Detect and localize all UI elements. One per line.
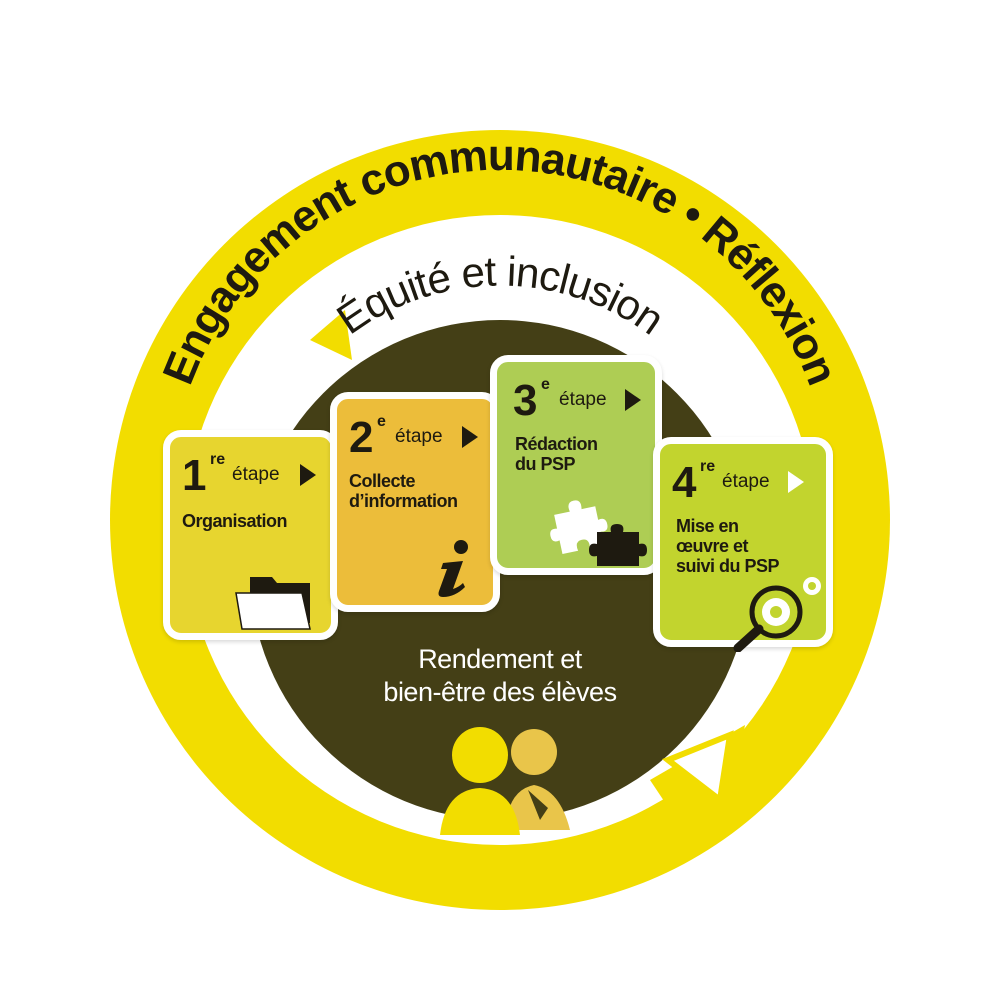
play-arrow-icon bbox=[462, 426, 478, 448]
step-word: étape bbox=[559, 389, 607, 410]
step-1-card: 1 re étape Organisation bbox=[163, 430, 338, 640]
step-title: Collecte d’information bbox=[349, 471, 458, 511]
play-arrow-icon bbox=[788, 471, 804, 493]
information-icon bbox=[438, 540, 468, 597]
step-2-card: 2 e étape Collecte d’information bbox=[330, 392, 500, 612]
step-title: Mise en œuvre et suivi du PSP bbox=[676, 516, 780, 576]
step-number: 3 bbox=[513, 376, 538, 425]
step-ordinal: e bbox=[377, 413, 386, 430]
step-3-card: 3 e étape Rédaction du PSP bbox=[490, 355, 662, 575]
step-title-line: Mise en bbox=[676, 516, 739, 536]
step-word: étape bbox=[395, 426, 443, 447]
step-word: étape bbox=[722, 471, 770, 492]
step-title: Organisation bbox=[182, 511, 288, 531]
students-icon bbox=[440, 727, 570, 835]
folder-icon bbox=[235, 577, 311, 630]
step-ordinal: re bbox=[210, 451, 226, 468]
step-title: Rédaction du PSP bbox=[515, 434, 598, 474]
magnifier-gear-icon bbox=[733, 577, 821, 652]
step-title-line: suivi du PSP bbox=[676, 556, 780, 576]
play-arrow-icon bbox=[300, 464, 316, 486]
step-ordinal: re bbox=[700, 458, 716, 475]
top-arrowhead bbox=[310, 310, 352, 360]
center-label-line2: bien-être des élèves bbox=[383, 677, 617, 707]
step-title-line: du PSP bbox=[515, 454, 576, 474]
step-title-line: Organisation bbox=[182, 511, 288, 531]
step-title-line: Rédaction bbox=[515, 434, 598, 454]
step-word: étape bbox=[232, 464, 280, 485]
step-number: 4 bbox=[672, 458, 697, 507]
step-title-line: d’information bbox=[349, 491, 458, 511]
step-title-line: œuvre et bbox=[676, 536, 749, 556]
center-label-line1: Rendement et bbox=[418, 644, 582, 674]
step-4-card: 4 re étape Mise en œuvre et suivi du PSP bbox=[653, 437, 833, 652]
play-arrow-icon bbox=[625, 389, 641, 411]
bottom-arrowhead bbox=[662, 730, 734, 806]
puzzle-icon bbox=[550, 500, 647, 566]
step-number: 2 bbox=[349, 413, 374, 462]
step-ordinal: e bbox=[541, 376, 550, 393]
step-number: 1 bbox=[182, 451, 207, 500]
step-title-line: Collecte bbox=[349, 471, 416, 491]
